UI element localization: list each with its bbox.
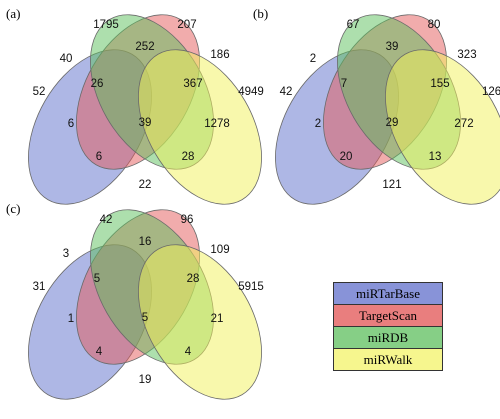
region-count-d: 12600 [482,86,500,98]
panel-label: (a) [6,6,20,21]
region-count-ad: 121 [382,179,401,191]
region-count-abd: 4 [185,346,192,358]
region-count-bc: 252 [135,41,154,53]
venn-set-mirwalk [385,49,500,205]
region-count-acd: 20 [340,151,353,163]
panel-label: (b) [253,6,268,21]
region-count-cd: 109 [210,244,229,256]
region-count-ac: 2 [315,118,321,130]
region-count-a: 52 [33,86,46,98]
region-count-abcd: 29 [386,117,399,129]
region-count-bd: 21 [211,313,224,325]
region-count-abcd: 39 [139,117,152,129]
region-count-ac: 6 [68,118,74,130]
region-count-abd: 13 [429,151,442,163]
region-count-abc: 7 [341,78,347,90]
region-count-a: 31 [33,281,46,293]
region-count-c: 207 [177,19,196,31]
region-count-abcd: 5 [142,312,148,324]
region-count-cd: 323 [457,49,476,61]
legend: miRTarBase TargetScan miRDB miRWalk [333,282,443,371]
region-count-abc: 5 [94,273,100,285]
region-count-bcd: 155 [430,78,449,90]
region-count-bcd: 367 [183,78,202,90]
region-count-b: 67 [347,19,360,31]
region-count-cd: 186 [210,49,229,61]
panel-label: (c) [6,201,20,216]
region-count-ad: 22 [139,179,152,191]
region-count-a: 42 [280,86,293,98]
legend-item-mirdb: miRDB [334,327,442,349]
region-count-c: 80 [428,19,441,31]
venn-panel-2: 42 67 80 12600 2 39 323 7 155 2 272 29 20 13 121 [275,14,500,205]
region-count-b: 1795 [93,19,119,31]
venn-panel-1: 52 1795 207 4949 40 252 186 26 367 6 1278 39 6 28 22 [28,14,264,205]
region-count-abd: 28 [182,151,195,163]
region-count-bc: 39 [386,41,399,53]
legend-item-targetscan: TargetScan [334,305,442,327]
region-count-b: 42 [100,214,113,226]
legend-item-mirwalk: miRWalk [334,349,442,370]
region-count-d: 5915 [238,281,264,293]
venn-set-mirwalk [138,49,262,205]
region-count-bcd: 28 [187,273,200,285]
region-count-bd: 272 [454,118,473,130]
region-count-ad: 19 [139,374,152,386]
venn-panel-3: 31 42 96 5915 3 16 109 5 28 1 21 5 4 4 19 [28,209,264,400]
region-count-ab: 40 [60,53,73,65]
venn-set-mirwalk [138,244,262,400]
region-count-acd: 6 [96,151,102,163]
region-count-ac: 1 [68,313,74,325]
region-count-ab: 3 [63,248,69,260]
region-count-ab: 2 [310,53,316,65]
region-count-abc: 26 [91,78,104,90]
region-count-acd: 4 [96,346,103,358]
region-count-d: 4949 [238,86,264,98]
region-count-c: 96 [181,214,194,226]
region-count-bd: 1278 [204,118,230,130]
region-count-bc: 16 [139,236,152,248]
legend-item-mirtarbase: miRTarBase [334,283,442,305]
